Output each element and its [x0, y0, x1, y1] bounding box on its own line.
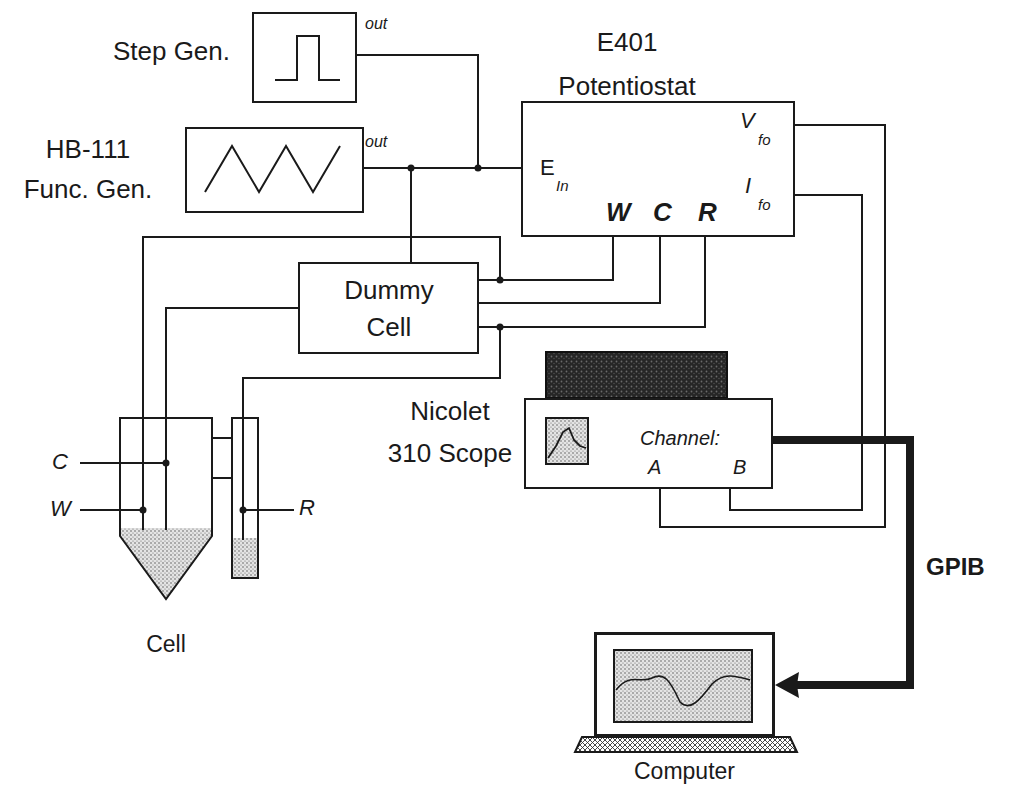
- device-label: Step Gen.: [113, 36, 230, 67]
- reference-fill: [232, 538, 258, 578]
- scope-top-bar: [546, 352, 727, 398]
- channel-name: A: [648, 455, 661, 479]
- signal-wire: [479, 237, 660, 303]
- pin-name: E: [540, 155, 555, 181]
- electrode-name: W: [50, 496, 71, 522]
- device-label: Nicolet 310 Scope: [386, 390, 514, 474]
- keyboard-base: [575, 737, 797, 752]
- pin-subscript: fo: [758, 196, 771, 214]
- computer-trace: [616, 676, 750, 706]
- electrolyte: [120, 528, 212, 599]
- triangle-wave-symbol: [205, 146, 340, 192]
- electrode-name: R: [299, 495, 315, 521]
- reference-electrode: [232, 418, 258, 578]
- pin-name: V: [740, 108, 755, 134]
- pulse-symbol: [275, 36, 340, 80]
- terminal-name: W: [606, 197, 631, 228]
- lead-line: [243, 509, 294, 511]
- electrode-wire: [143, 418, 243, 540]
- signal-wire: [166, 308, 298, 418]
- signal-wire: [364, 168, 411, 262]
- computer-monitor: Computer: [594, 632, 775, 737]
- scope-trace: [548, 428, 586, 458]
- signal-wire: [357, 55, 521, 168]
- lead-line: [80, 462, 166, 464]
- scope-box: Nicolet 310 ScopeChannel:AB: [524, 398, 773, 489]
- bus-label: GPIB: [926, 553, 985, 582]
- device-label: HB-111 Func. Gen.: [18, 129, 158, 209]
- junction-dot: [140, 507, 147, 514]
- junction-dot: [240, 507, 247, 514]
- signal-wire: [730, 195, 862, 510]
- cell-outline: [118, 418, 260, 600]
- pin-subscript: In: [556, 177, 569, 195]
- terminal-name: R: [698, 197, 717, 228]
- data-bus-arrow: [773, 440, 910, 685]
- port-name: out: [365, 132, 387, 151]
- instrument-box: E401 PotentiostatEInWCRVfoIfo: [521, 101, 795, 237]
- device-label: Cell: [118, 631, 214, 659]
- signal-wire: [243, 237, 705, 418]
- channel-name: B: [733, 455, 746, 479]
- pin-name: I: [745, 173, 751, 199]
- signal-wire: [479, 237, 705, 327]
- electrochemical-cell: Cell: [118, 418, 260, 600]
- scope-screen: [546, 418, 588, 464]
- salt-bridge: [212, 438, 232, 478]
- pin-subscript: fo: [758, 131, 771, 149]
- terminal-name: C: [653, 197, 672, 228]
- channel-label: Channel:: [640, 426, 720, 450]
- computer-screen: [614, 650, 752, 722]
- generator-box: Step Gen.: [252, 12, 357, 103]
- box-label: Dummy Cell: [328, 272, 450, 346]
- junction-dot: [163, 460, 170, 467]
- electrode-name: C: [52, 449, 68, 475]
- lead-line: [80, 509, 143, 511]
- device-label: Computer: [594, 758, 775, 786]
- dummy-cell-box: Dummy Cell: [298, 262, 479, 354]
- generator-box: HB-111 Func. Gen.: [185, 127, 364, 213]
- port-name: out: [365, 14, 387, 33]
- device-label: E401 Potentiostat: [537, 20, 717, 108]
